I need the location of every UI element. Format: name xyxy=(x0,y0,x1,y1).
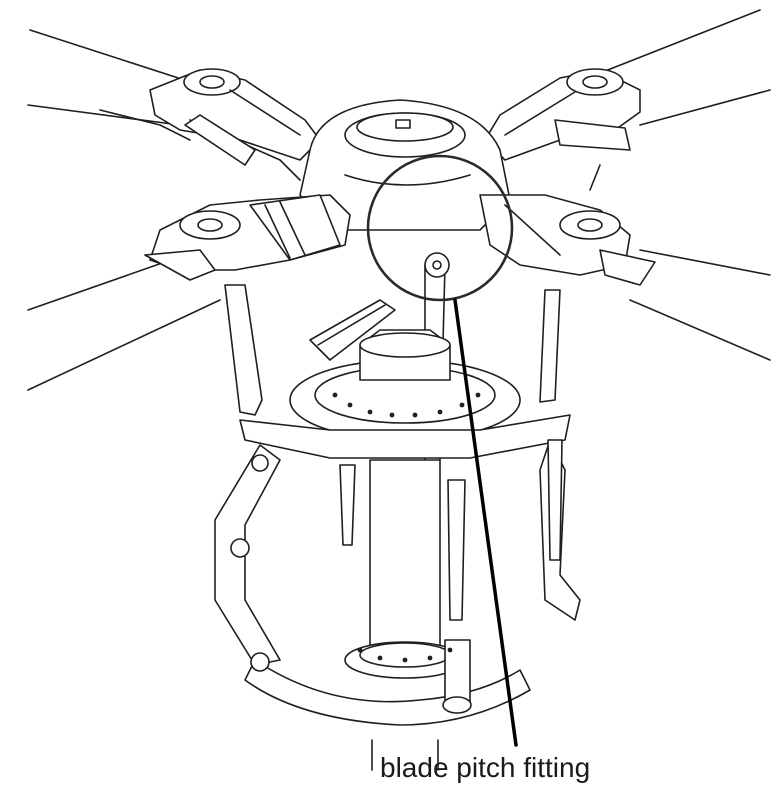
callout-leader-line xyxy=(453,298,518,747)
blade-grip-upper-left xyxy=(99,68,321,181)
callout-label: blade pitch fitting xyxy=(380,752,591,783)
blade-grip-lower-left xyxy=(144,194,351,281)
swashplate xyxy=(239,299,571,459)
blade-grip-lower-right xyxy=(479,194,656,286)
actuators xyxy=(339,439,563,714)
callout-circle xyxy=(366,154,514,302)
rotor-blades xyxy=(27,9,771,391)
blade-grip-upper-right xyxy=(484,68,641,191)
bolt-holes xyxy=(332,392,481,663)
